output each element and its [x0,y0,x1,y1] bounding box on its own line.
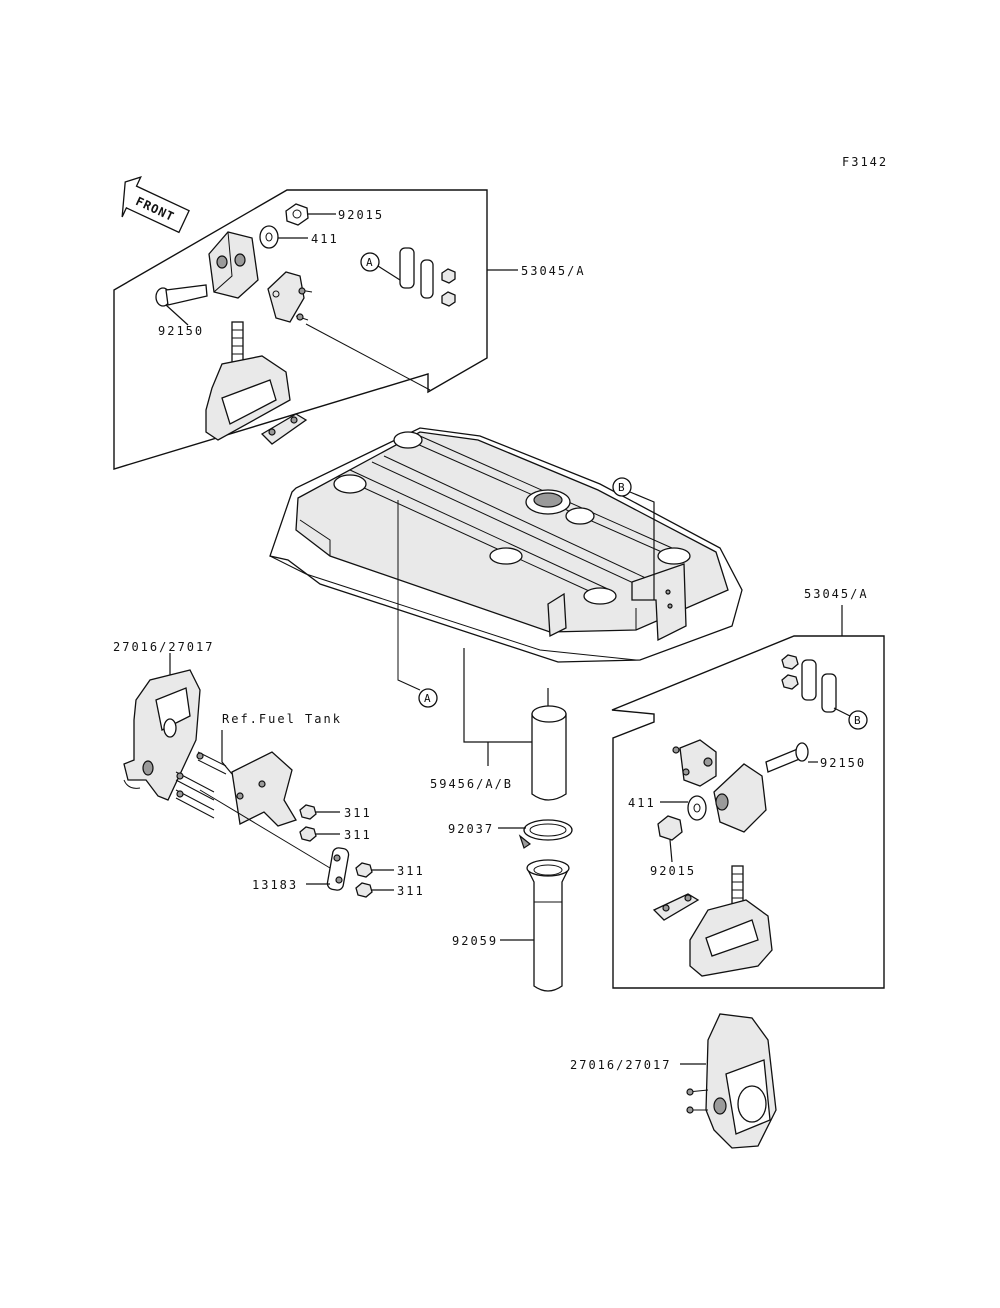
small-plate-right-icon [652,893,700,921]
label-13183: 13183 [252,878,298,892]
strap-plates-right-icon [781,654,837,713]
bolt-92150-icon [155,284,208,307]
label-53045-top: 53045/A [521,264,586,278]
fuel-tank-bracket-icon [231,751,297,827]
nut-311-b-icon [299,826,317,842]
nut-92015-icon [285,203,309,226]
marker-a-lower-label: A [424,692,431,705]
label-92059: 92059 [452,934,498,948]
nut-311-d-icon [355,882,373,898]
nut-311-c-icon [355,862,373,878]
engine-mount-left-icon [123,669,201,801]
threaded-stud-icon [231,321,244,365]
label-59456: 59456/A/B [430,777,513,791]
assembly-box-top-left [113,189,488,470]
small-plate-icon [260,413,308,445]
bracket-plate-icon [267,271,313,323]
bolt-92150-right-icon [765,742,809,773]
tank-cover-icon [269,427,743,663]
label-311-a: 311 [344,806,372,820]
label-411-top: 411 [311,232,339,246]
label-92150-right: 92150 [820,756,866,770]
marker-b-tank-label: B [618,481,625,494]
threaded-stud-right-icon [731,865,744,907]
washer-411-right-icon [687,795,707,821]
label-411-right: 411 [628,796,656,810]
label-53045-right: 53045/A [804,587,869,601]
label-311-d: 311 [397,884,425,898]
marker-a-top [360,252,380,272]
label-92015-top: 92015 [338,208,384,222]
label-27016-left: 27016/27017 [113,640,214,654]
marker-a-top-label: A [366,256,373,269]
label-27016-bottom: 27016/27017 [570,1058,671,1072]
label-ref-fuel-tank: Ref.Fuel Tank [222,712,342,726]
pivot-block-right-icon [713,763,767,833]
label-311-c: 311 [397,864,425,878]
bracket-plate-right-icon [672,739,717,787]
figure-code: F3142 [842,155,888,169]
label-92015-right: 92015 [650,864,696,878]
label-311-b: 311 [344,828,372,842]
washer-411-icon [259,225,279,249]
hose-92059-icon [526,859,570,992]
marker-b-right-label: B [854,714,861,727]
marker-a-lower [418,688,438,708]
marker-b-tank [612,477,632,497]
clamp-92037-icon [518,819,573,849]
sleeve-59456-icon [531,688,567,801]
mount-base-right-icon [689,899,773,977]
marker-b-right [848,710,868,730]
pivot-block-icon [208,231,259,299]
label-92037: 92037 [448,822,494,836]
mount-base-icon [205,355,291,441]
assembly-box-right [611,635,885,989]
nut-311-a-icon [299,804,317,820]
plate-13183-icon [326,847,350,891]
mount-studs-icon [175,751,227,819]
engine-mount-bottom-icon [686,1013,777,1149]
nut-92015-right-icon [657,815,683,841]
label-92150-top: 92150 [158,324,204,338]
front-arrow-icon: FRONT [121,176,190,234]
strap-plates-icon [399,247,456,307]
